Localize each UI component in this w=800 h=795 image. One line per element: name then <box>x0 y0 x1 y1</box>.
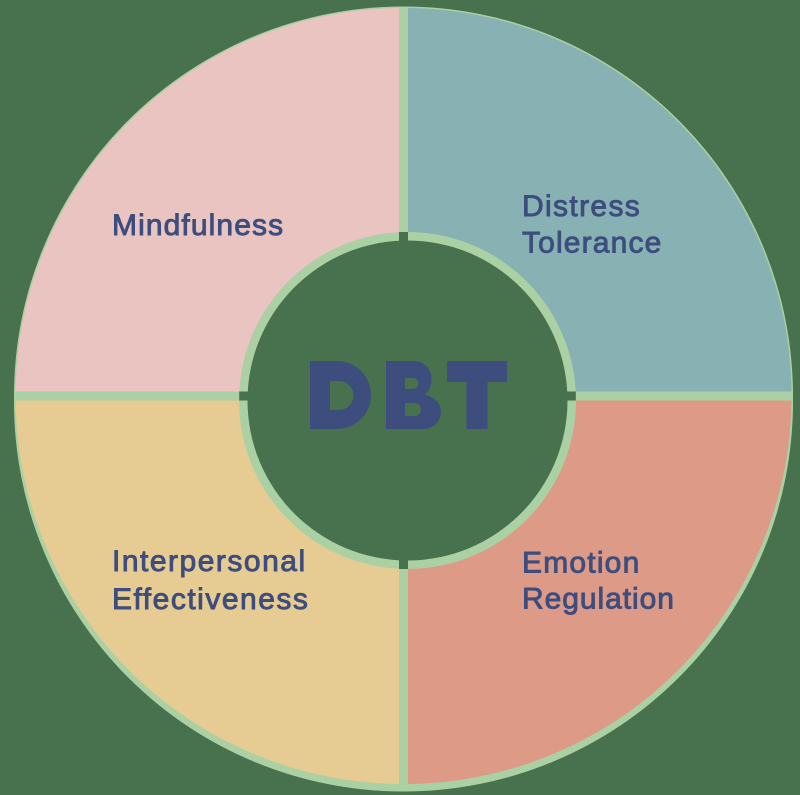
svg-text:Tolerance: Tolerance <box>522 227 662 260</box>
svg-text:Regulation: Regulation <box>522 583 675 616</box>
svg-text:Mindfulness: Mindfulness <box>112 209 284 242</box>
svg-text:Interpersonal: Interpersonal <box>112 545 307 578</box>
svg-text:Distress: Distress <box>522 190 641 223</box>
svg-text:Emotion: Emotion <box>522 547 640 580</box>
svg-text:Effectiveness: Effectiveness <box>112 583 309 616</box>
